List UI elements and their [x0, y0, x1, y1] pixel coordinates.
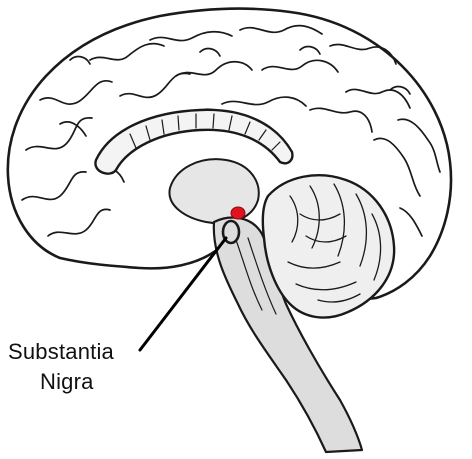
corpus-callosum [94, 108, 294, 175]
label-substantia: Substantia [8, 339, 114, 364]
cerebellum [261, 174, 396, 319]
substantia-nigra-marker-icon [230, 206, 246, 220]
midbrain-marker-ring [221, 219, 241, 245]
label-pointer-line [138, 236, 228, 352]
label-nigra: Nigra [40, 369, 94, 394]
